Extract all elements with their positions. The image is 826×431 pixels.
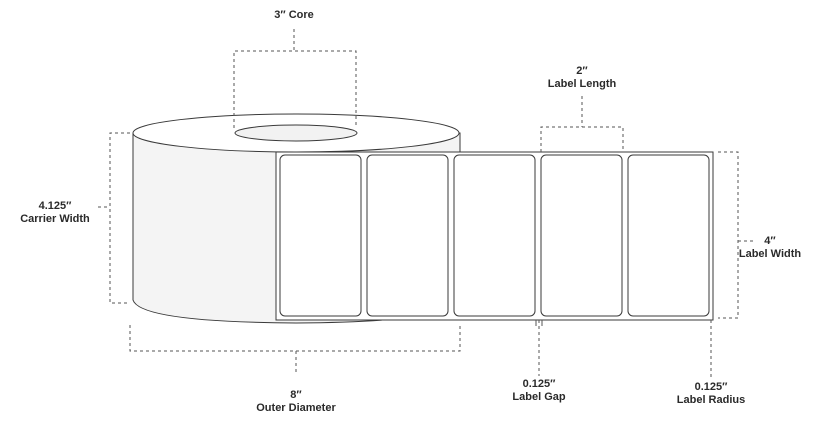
carrier-width-dimension: 4.125″ Carrier Width bbox=[12, 200, 98, 226]
outer-diameter-label: Outer Diameter bbox=[256, 402, 336, 414]
label-length-value: 2″ bbox=[576, 65, 588, 77]
label-gap-label: Label Gap bbox=[512, 391, 566, 403]
label-gap-value: 0.125″ bbox=[522, 378, 556, 390]
carrier-width-value: 4.125″ bbox=[38, 200, 72, 212]
label-radius-dimension: 0.125″ Label Radius bbox=[666, 381, 756, 407]
outer-diameter-dimension: 8″ Outer Diameter bbox=[246, 389, 346, 415]
label bbox=[280, 155, 361, 316]
label-width-bracket bbox=[718, 151, 739, 319]
carrier-width-bracket bbox=[109, 132, 130, 304]
core-bracket bbox=[233, 50, 357, 128]
label-width-value: 4″ bbox=[764, 235, 776, 247]
outer-diameter-value: 8″ bbox=[290, 389, 302, 401]
label-length-dimension: 2″ Label Length bbox=[532, 65, 632, 91]
outer-diameter-bracket bbox=[129, 325, 461, 352]
dimension-guides bbox=[98, 29, 755, 378]
label bbox=[454, 155, 535, 316]
core-label: Core bbox=[288, 9, 314, 21]
label-width-dimension: 4″ Label Width bbox=[728, 235, 812, 261]
label-length-bracket bbox=[540, 126, 624, 152]
carrier-width-label: Carrier Width bbox=[20, 213, 90, 225]
label-group bbox=[280, 155, 709, 316]
label bbox=[628, 155, 709, 316]
label-length-label: Label Length bbox=[547, 78, 617, 90]
label bbox=[367, 155, 448, 316]
label-width-label: Label Width bbox=[738, 248, 802, 260]
core-dimension: 3″ Core bbox=[254, 9, 334, 22]
label-gap-dimension: 0.125″ Label Gap bbox=[499, 378, 579, 404]
roll-core-hole bbox=[235, 125, 357, 141]
label bbox=[541, 155, 622, 316]
label-radius-value: 0.125″ bbox=[694, 381, 728, 393]
label-radius-label: Label Radius bbox=[676, 394, 746, 406]
core-value: 3″ bbox=[274, 9, 286, 21]
core-dimension-text: 3″ Core bbox=[254, 9, 334, 22]
